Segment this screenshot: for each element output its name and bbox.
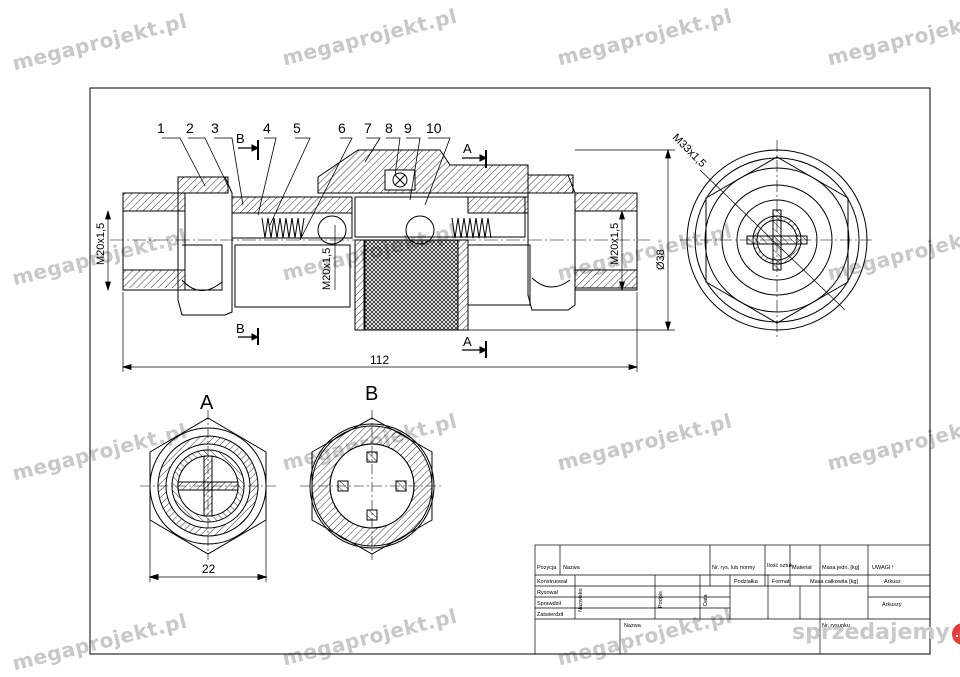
- tb-masa-calkowita: Masa całkowita [kg]: [810, 579, 858, 585]
- dim-overall-length: 112: [370, 353, 389, 367]
- tb-uwagi: UWAGI !: [872, 565, 894, 571]
- tb-nazwa-bottom: Nazwa: [624, 623, 642, 629]
- part-balloons: 1 2 3 4 5 6 7 8 9 10: [157, 120, 442, 136]
- part-label-2: 2: [186, 120, 194, 136]
- part-label-8: 8: [385, 120, 393, 136]
- right-ball: [405, 215, 435, 245]
- title-block-text: Pozycja Nazwa Nr. rys. lub normy Ilość s…: [537, 563, 902, 629]
- left-spring: [261, 217, 305, 239]
- end-view: [680, 140, 875, 340]
- drawing-frame: [89, 87, 931, 655]
- dim-thread-right: M20x1,5: [609, 223, 621, 265]
- tb-arkuszy: Arkuszy: [882, 602, 902, 608]
- left-body: [231, 196, 353, 214]
- part-label-4: 4: [263, 120, 271, 136]
- tb-konstruowal: Konstruował: [537, 579, 568, 585]
- main-section-view: [110, 149, 650, 331]
- tb-arkusz: Arkusz: [884, 579, 901, 585]
- right-nut: [527, 174, 576, 311]
- dim-thread-center: M20x1,5: [321, 248, 333, 290]
- tb-nr-rys: Nr. rys. lub normy: [712, 565, 755, 571]
- left-ball: [317, 215, 347, 245]
- view-a-title: A: [200, 392, 214, 414]
- tb-podpis: Podpis: [658, 591, 664, 608]
- dim-diameter: Ø38: [655, 249, 667, 270]
- part-label-1: 1: [157, 120, 165, 136]
- tb-nr-rysunku: Nr. rysunku: [822, 623, 850, 629]
- tb-pozycja: Pozycja: [537, 565, 557, 571]
- locking-ball: [392, 172, 408, 188]
- part-label-5: 5: [293, 120, 301, 136]
- brand-text: sprzedajemy: [792, 620, 950, 645]
- view-a: [140, 410, 276, 582]
- tb-nazwa: Nazwa: [563, 565, 581, 571]
- part-label-3: 3: [211, 120, 219, 136]
- tb-zatwierdzil: Zatwierdził: [537, 612, 564, 618]
- tb-masa-jedn: Masa jedn. [kg]: [822, 565, 860, 571]
- part-label-9: 9: [404, 120, 412, 136]
- tb-material: Materiał: [792, 565, 812, 571]
- section-b-top: B: [236, 131, 245, 146]
- dim-thread-left: M20x1,5: [95, 223, 107, 265]
- dimension-lines: [105, 148, 675, 372]
- center-body-top: [317, 149, 529, 194]
- section-a-top: A: [463, 141, 472, 156]
- right-spring: [451, 217, 492, 239]
- view-b: [300, 410, 444, 560]
- part-leaders: [162, 137, 451, 241]
- brand-watermark: sprzedajemy.pl: [792, 620, 960, 645]
- left-fitting-section: [122, 192, 186, 212]
- part-label-10: 10: [426, 120, 442, 136]
- title-block: [534, 544, 931, 655]
- tb-data: Data: [703, 593, 709, 606]
- section-markers: [238, 140, 488, 358]
- part-label-7: 7: [364, 120, 372, 136]
- section-b-bottom: B: [236, 321, 245, 336]
- brand-suffix: .pl: [951, 623, 960, 645]
- left-nut: [177, 176, 233, 316]
- tb-rysowal: Rysował: [537, 590, 559, 596]
- section-a-bottom: A: [463, 334, 472, 349]
- tb-format: Format: [772, 579, 790, 585]
- dim-width-a: 22: [202, 562, 216, 576]
- part-label-6: 6: [338, 120, 346, 136]
- knurled-sleeve: [363, 239, 459, 331]
- tb-sprawdzil: Sprawdził: [537, 601, 562, 607]
- view-b-title: B: [365, 383, 378, 405]
- dim-thread-nut: M33x1,5: [670, 132, 708, 170]
- tb-podzialka: Podziałka: [734, 579, 759, 585]
- tb-nazwisko: Nazwisko: [578, 588, 584, 612]
- tb-ilosc: Ilość sztuk: [767, 563, 793, 569]
